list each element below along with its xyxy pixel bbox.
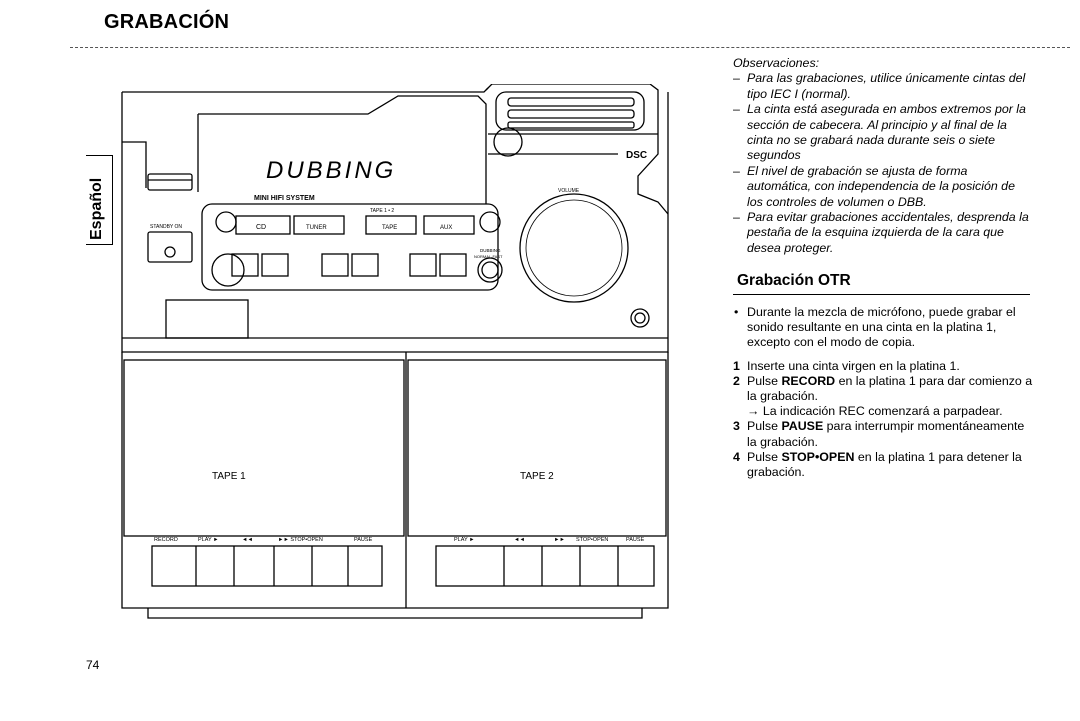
step-keyword: STOP•OPEN [781, 449, 855, 464]
source-tuner: TUNER [306, 225, 327, 231]
deck1-button-record: RECORD [154, 537, 178, 543]
dubbing-label: DUBBING [480, 248, 501, 253]
tape-selector-label: TAPE 1 • 2 [370, 208, 394, 214]
step-keyword: RECORD [781, 373, 836, 388]
observaciones-section: Observaciones: Para las grabaciones, uti… [733, 56, 1033, 256]
page-title: GRABACIÓN [104, 11, 230, 33]
step-number: 4 [733, 449, 740, 464]
step-text: en la platina 1 para dar comienzo a la g… [747, 373, 1033, 404]
header-rule [70, 47, 1070, 48]
language-tab: Español [86, 155, 113, 245]
display-text: DUBBING [266, 157, 396, 184]
deck2-label: TAPE 2 [520, 471, 554, 482]
otr-step: 4 Pulse STOP•OPEN en la platina 1 para de… [733, 450, 1033, 480]
step-text: Pulse [747, 419, 782, 434]
observacion-item: Para evitar grabaciones accidentales, de… [733, 210, 1033, 256]
deck1-button-pause: PAUSE [354, 537, 373, 543]
deck2-button-stop: STOP•OPEN [576, 537, 608, 543]
step-number: 1 [733, 358, 740, 373]
step-text: para interrumpir momentáneamente la grab… [747, 419, 1025, 449]
volume-label: VOLUME [558, 188, 580, 194]
observacion-item: Para las grabaciones, utilice únicamente… [733, 71, 1033, 102]
step-keyword: PAUSE [781, 419, 824, 434]
observaciones-title: Observaciones: [733, 56, 820, 70]
otr-step: 3 Pulse PAUSE para interrumpir momentánea… [733, 419, 1033, 449]
dsc-label: DSC [626, 150, 647, 161]
source-tape: TAPE [382, 225, 397, 231]
brand-label: MINI HIFI SYSTEM [254, 195, 315, 202]
step-text: Pulse [747, 449, 782, 464]
source-aux: AUX [440, 225, 452, 231]
deck2-button-pause: PAUSE [626, 537, 645, 543]
deck1-button-rewind: ◄◄ [242, 537, 253, 543]
page-number: 74 [86, 658, 100, 672]
observacion-item: La cinta está asegurada en ambos extremo… [733, 102, 1033, 164]
source-cd: CD [256, 224, 266, 231]
step-text: Inserte una cinta virgen en la platina 1… [747, 358, 960, 373]
observacion-item: El nivel de grabación se ajusta de forma… [733, 164, 1033, 210]
step-number: 2 [733, 373, 740, 388]
otr-section-title: Grabación OTR [737, 272, 851, 289]
deck2-button-ff: ►► [554, 537, 565, 543]
deck2-button-rewind: ◄◄ [514, 537, 525, 543]
otr-title-rule [733, 294, 1030, 295]
standby-label: STANDBY ON [150, 224, 182, 230]
otr-bullet: Durante la mezcla de micrófono, puede gr… [733, 305, 1033, 351]
deck1-button-play: PLAY ► [198, 537, 219, 543]
hifi-system-illustration: DUBBING MINI HIFI SYSTEM DSC TAPE 1 • 2 … [121, 84, 669, 619]
step-text: Pulse [747, 373, 782, 388]
otr-step-note: → La indicación REC comenzará a parpadea… [733, 404, 1033, 419]
otr-step: 2 Pulse RECORD en la platina 1 para dar c… [733, 374, 1033, 404]
step-text: en la platina 1 para detener la grabació… [747, 449, 1022, 480]
step-note-text: → La indicación REC comenzará a parpadea… [747, 404, 1003, 419]
deck1-label: TAPE 1 [212, 471, 246, 482]
step-number: 3 [733, 419, 740, 434]
otr-section-body: Durante la mezcla de micrófono, puede gr… [733, 305, 1033, 480]
deck2-button-play: PLAY ► [454, 537, 475, 543]
dubbing-sub-label: NORMAL-FAST [474, 254, 503, 259]
language-tab-label: Español [88, 177, 105, 240]
otr-step: 1 Inserte una cinta virgen en la platina … [733, 359, 1033, 374]
deck1-button-ff-stop: ►► STOP•OPEN [278, 537, 323, 543]
